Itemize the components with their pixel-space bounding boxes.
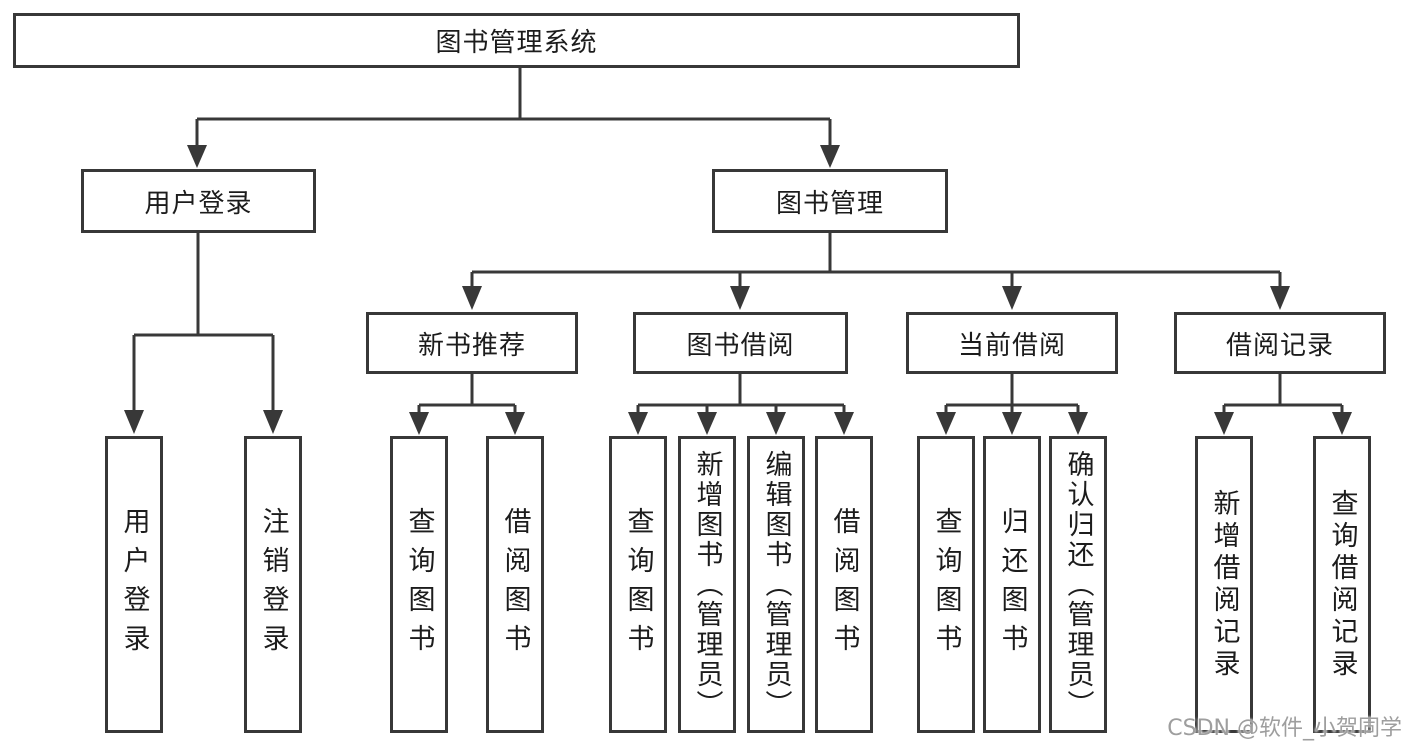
connector-newbook-subtree	[417, 374, 517, 414]
node-book-management-label: 图书管理	[775, 188, 884, 219]
csdn-watermark: CSDN @软件_小贺同学	[1167, 716, 1402, 741]
connector-login-subtree	[132, 233, 275, 412]
connector-mgmt-to-level3	[470, 233, 1282, 288]
leaf-add-book-admin: 新增图书（管理员）	[678, 436, 736, 733]
arrowheads-leaves	[409, 412, 1352, 435]
node-root-label: 图书管理系统	[435, 28, 598, 58]
leaf-newbook-borrow-book: 借阅图书	[486, 436, 544, 733]
leaf-edit-book-admin-label: 编辑图书（管理员）	[760, 449, 792, 720]
leaf-return-book-label: 归还图书	[996, 506, 1028, 663]
leaf-logout-label: 注销登录	[257, 506, 289, 663]
leaf-confirm-return-admin-label: 确认归还（管理员）	[1062, 449, 1094, 720]
leaf-add-borrow-record-label: 新增借阅记录	[1208, 488, 1240, 681]
leaf-edit-book-admin: 编辑图书（管理员）	[747, 436, 805, 733]
node-root-system: 图书管理系统	[13, 13, 1020, 68]
leaf-newbook-borrow-book-label: 借阅图书	[499, 506, 531, 663]
leaf-borrow-borrow-book-label: 借阅图书	[828, 506, 860, 663]
leaf-confirm-return-admin: 确认归还（管理员）	[1049, 436, 1107, 733]
leaf-newbook-query-book: 查询图书	[390, 436, 448, 733]
node-book-borrow-label: 图书借阅	[686, 330, 795, 361]
leaf-query-borrow-record-label: 查询借阅记录	[1326, 488, 1358, 681]
connector-borrow-subtree	[636, 374, 846, 414]
arrowheads-level3	[462, 286, 1290, 310]
leaf-borrow-query-book: 查询图书	[609, 436, 667, 733]
node-book-borrow: 图书借阅	[633, 312, 848, 374]
leaf-borrow-borrow-book: 借阅图书	[815, 436, 873, 733]
leaf-current-query-book-label: 查询图书	[930, 506, 962, 663]
leaf-user-login: 用户登录	[105, 436, 163, 733]
node-new-book-recommend-label: 新书推荐	[417, 330, 526, 361]
node-current-borrow-label: 当前借阅	[957, 330, 1066, 361]
node-book-management: 图书管理	[712, 169, 948, 233]
arrowheads-login-subtree	[124, 410, 283, 434]
connector-root-to-level2	[195, 66, 832, 147]
node-user-login-label: 用户登录	[144, 188, 253, 219]
leaf-user-login-label: 用户登录	[118, 506, 150, 663]
leaf-borrow-query-book-label: 查询图书	[622, 506, 654, 663]
leaf-query-borrow-record: 查询借阅记录	[1313, 436, 1371, 733]
leaf-current-query-book: 查询图书	[917, 436, 975, 733]
node-new-book-recommend: 新书推荐	[366, 312, 578, 374]
leaf-newbook-query-book-label: 查询图书	[403, 506, 435, 663]
node-borrow-record-label: 借阅记录	[1225, 330, 1334, 361]
connector-record-subtree	[1222, 374, 1344, 414]
leaf-return-book: 归还图书	[983, 436, 1041, 733]
leaf-logout: 注销登录	[244, 436, 302, 733]
leaf-add-borrow-record: 新增借阅记录	[1195, 436, 1253, 733]
connector-current-subtree	[944, 374, 1080, 414]
leaf-add-book-admin-label: 新增图书（管理员）	[691, 449, 723, 720]
arrowheads-level2	[187, 145, 840, 168]
node-current-borrow: 当前借阅	[906, 312, 1118, 374]
node-borrow-record: 借阅记录	[1174, 312, 1386, 374]
node-user-login: 用户登录	[81, 169, 316, 233]
